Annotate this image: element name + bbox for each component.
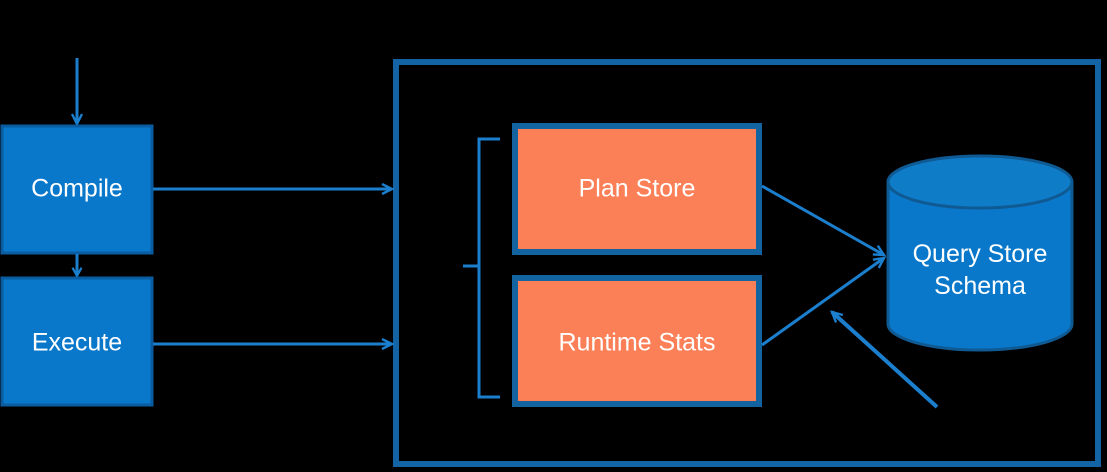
node-execute[interactable] [0, 276, 154, 407]
cylinder-body [886, 180, 1074, 352]
node-compile-label: Compile [31, 175, 123, 203]
edge-runtime-stats-to-schema [761, 258, 884, 347]
node-query-store-schema[interactable] [886, 154, 1074, 352]
node-compile[interactable] [0, 124, 154, 255]
cylinder-top-ellipse [886, 154, 1074, 210]
edge-external-to-schema [832, 312, 939, 409]
query-store-container [393, 59, 1101, 467]
node-query-store-schema-label-line2: Schema [934, 272, 1026, 300]
grouping-bracket [477, 137, 500, 399]
node-plan-store-label: Plan Store [579, 175, 696, 203]
node-runtime-stats-label: Runtime Stats [558, 329, 715, 357]
node-query-store-schema-label-line1: Query Store [913, 240, 1048, 268]
node-runtime-stats[interactable] [512, 275, 762, 407]
node-plan-store[interactable] [512, 123, 762, 255]
edge-plan-store-to-schema [761, 184, 884, 255]
node-execute-label: Execute [32, 329, 122, 357]
